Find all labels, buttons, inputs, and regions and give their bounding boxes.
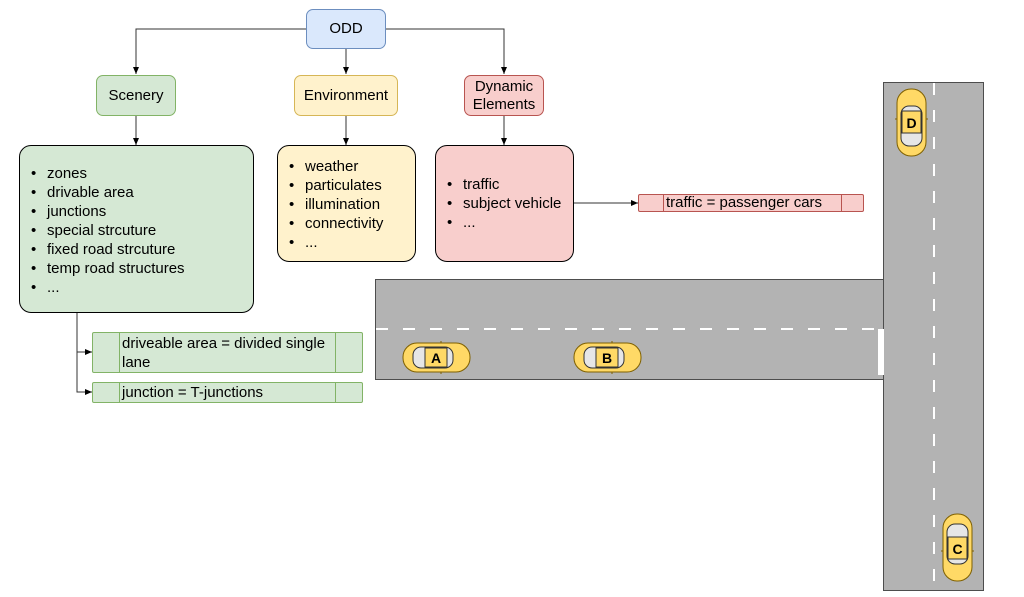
dynamic-elements-label: Dynamic Elements xyxy=(472,77,536,113)
list-item: illumination xyxy=(289,195,415,214)
list-item: traffic xyxy=(447,175,573,194)
dynamic-elements-list[interactable]: traffic subject vehicle ... xyxy=(435,145,574,262)
list-item: drivable area xyxy=(31,183,253,202)
list-item: fixed road strcuture xyxy=(31,240,253,259)
list-item: ... xyxy=(289,233,415,252)
list-item: weather xyxy=(289,157,415,176)
stop-line xyxy=(878,329,884,375)
junction-instance-text: junction = T-junctions xyxy=(122,384,264,401)
car-b: B xyxy=(573,341,642,374)
drivable-area-instance-text: driveable area = divided single lane xyxy=(122,335,326,371)
car-c-label: C xyxy=(952,541,962,557)
environment-label: Environment xyxy=(303,86,389,104)
list-item: subject vehicle xyxy=(447,194,573,213)
car-c: C xyxy=(941,513,974,582)
list-item: junctions xyxy=(31,202,253,221)
scenery-label: Scenery xyxy=(108,86,164,104)
environment-node[interactable]: Environment xyxy=(294,75,398,116)
list-item: zones xyxy=(31,164,253,183)
edge-odd-dynamic xyxy=(386,28,507,74)
list-item: ... xyxy=(447,213,573,232)
edge-odd-scenery xyxy=(133,28,306,74)
list-item: particulates xyxy=(289,176,415,195)
traffic-instance-text: traffic = passenger cars xyxy=(666,194,823,211)
car-d: D xyxy=(895,88,928,157)
car-b-label: B xyxy=(602,350,612,366)
junction-instance[interactable]: junction = T-junctions xyxy=(92,382,363,403)
scenery-node[interactable]: Scenery xyxy=(96,75,176,116)
dynamic-elements-node[interactable]: Dynamic Elements xyxy=(464,75,544,116)
odd-label: ODD xyxy=(329,20,363,37)
car-d-label: D xyxy=(906,115,916,131)
traffic-instance[interactable]: traffic = passenger cars xyxy=(638,194,864,212)
scenery-list[interactable]: zones drivable area junctions special st… xyxy=(19,145,254,313)
car-a: A xyxy=(402,341,471,374)
list-item: ... xyxy=(31,278,253,297)
list-item: temp road structures xyxy=(31,259,253,278)
list-item: connectivity xyxy=(289,214,415,233)
odd-node[interactable]: ODD xyxy=(306,9,386,49)
edge-scenery-junction-instance xyxy=(76,352,92,395)
drivable-area-instance[interactable]: driveable area = divided single lane xyxy=(92,332,363,373)
car-a-label: A xyxy=(431,350,441,366)
list-item: special strcuture xyxy=(31,221,253,240)
environment-list[interactable]: weather particulates illumination connec… xyxy=(277,145,416,262)
